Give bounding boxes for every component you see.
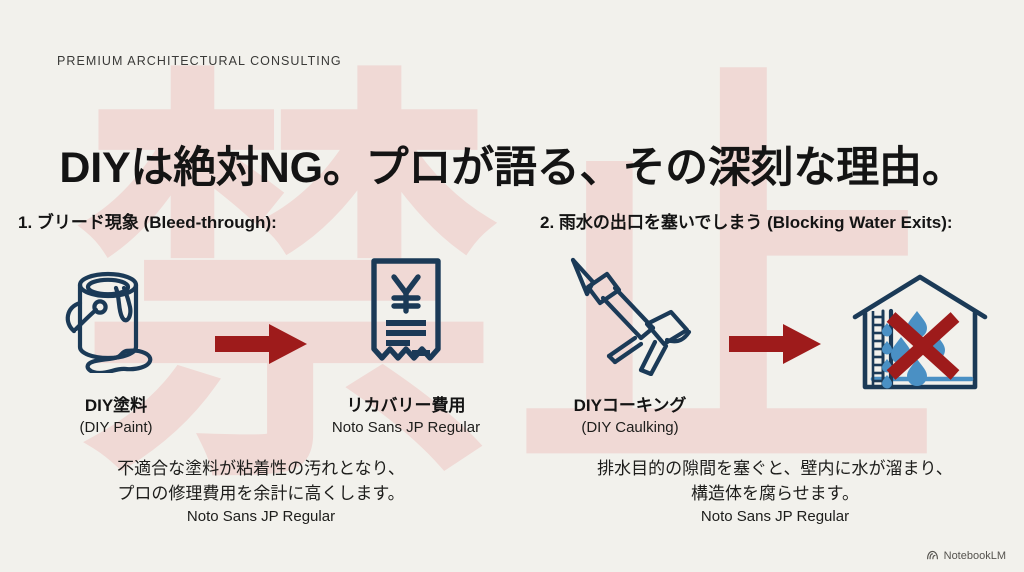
column-heading-2: 2. 雨水の出口を塞いでしまう (Blocking Water Exits):: [540, 213, 953, 232]
body-text-1: 不適合な塗料が粘着性の汚れとなり、 プロの修理費用を余計に高くします。 Noto…: [117, 456, 405, 529]
body-note-1: Noto Sans JP Regular: [186, 508, 336, 526]
house-water-blocked-icon: [851, 272, 989, 398]
body-line-2-2: 構造体を腐らせます。: [691, 484, 859, 504]
effect-cell-2: [827, 272, 1013, 415]
effect-label-sub-1: Noto Sans JP Regular: [331, 419, 481, 436]
body-text-2: 排水目的の隙間を塞ぐと、壁内に水が溜まり、 構造体を腐らせます。 Noto Sa…: [597, 456, 953, 529]
eyebrow-label: PREMIUM ARCHITECTURAL CONSULTING: [57, 54, 342, 68]
icon-row-1: DIY塗料 (DIY Paint): [23, 251, 499, 436]
notebooklm-logo-icon: [926, 549, 939, 562]
arrow-right-icon-1: [209, 281, 313, 407]
cause-cell-1: DIY塗料 (DIY Paint): [23, 251, 209, 436]
effect-label-main-1: リカバリー費用: [346, 396, 466, 415]
cause-label-main-2: DIYコーキング: [573, 396, 687, 415]
page-title: DIYは絶対NG。プロが語る、その深刻な理由。: [59, 143, 965, 192]
body-line-1-1: 不適合な塗料が粘着性の汚れとなり、: [117, 459, 405, 478]
cause-label-sub-1: (DIY Paint): [79, 419, 153, 436]
body-line-1-2: プロの修理費用を余計に高くします。: [117, 484, 405, 504]
cause-label-main-1: DIY塗料: [84, 396, 148, 415]
body-note-2: Noto Sans JP Regular: [700, 508, 850, 526]
paint-bucket-icon: [54, 251, 178, 377]
footer-brand: NotebookLM: [926, 549, 1006, 562]
column-heading-1: 1. ブリード現象 (Bleed-through):: [18, 213, 277, 232]
cause-label-sub-2: (DIY Caulking): [581, 419, 679, 436]
cause-cell-2: DIYコーキング (DIY Caulking): [537, 251, 723, 436]
receipt-yen-icon: [354, 251, 458, 377]
effect-cell-1: リカバリー費用 Noto Sans JP Regular: [313, 251, 499, 436]
column-bleed-through: 1. ブリード現象 (Bleed-through):: [0, 208, 512, 529]
column-blocking-water: 2. 雨水の出口を塞いでしまう (Blocking Water Exits):: [512, 208, 1024, 529]
arrow-right-icon-2: [723, 281, 827, 407]
caulking-gun-icon: [563, 251, 697, 377]
footer-brand-label: NotebookLM: [943, 549, 1006, 562]
columns-container: 1. ブリード現象 (Bleed-through):: [0, 208, 1024, 529]
body-line-2-1: 排水目的の隙間を塞ぐと、壁内に水が溜まり、: [597, 459, 953, 478]
icon-row-2: DIYコーキング (DIY Caulking): [537, 251, 1013, 436]
